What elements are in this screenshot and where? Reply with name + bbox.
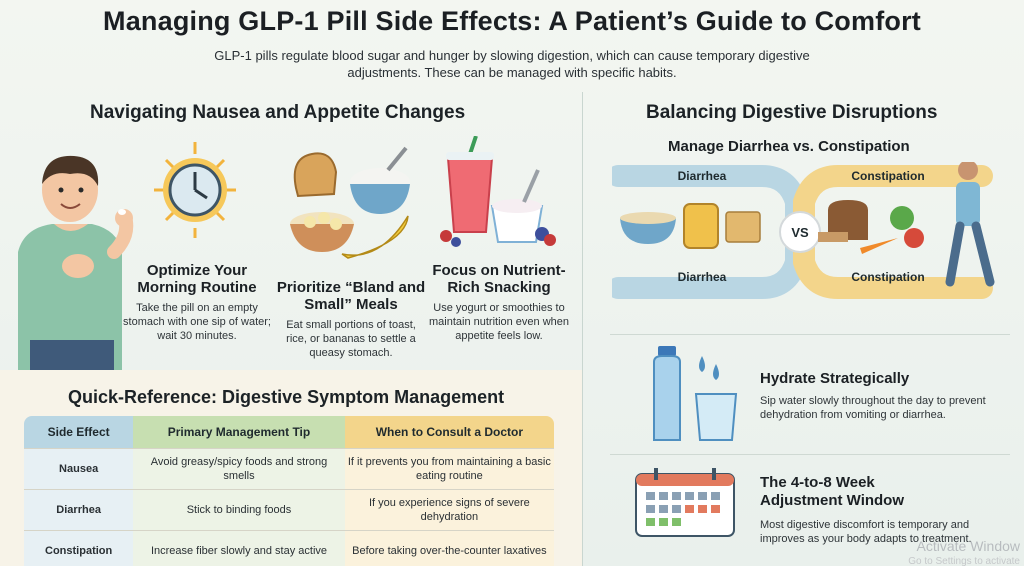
vs-label: VS [791,224,809,240]
activate-windows-watermark: Activate Window [916,538,1020,554]
col-header-management-tip: Primary Management Tip [133,416,345,448]
page-subtitle: GLP-1 pills regulate blood sugar and hun… [214,48,810,80]
clock-icon [154,142,236,238]
tip-snacking-title: Focus on Nutrient-Rich Snacking [432,262,566,296]
water-bottle-icon [653,346,738,441]
tip-morning-title: Optimize Your Morning Routine [137,262,257,296]
smoothie-yogurt-icon [440,136,556,247]
adjustment-window-title: The 4-to-8 Week Adjustment Window [760,474,905,509]
cell-management-tip: Stick to binding foods [133,489,345,530]
cell-side-effect: Nausea [24,448,134,489]
hydrate-text: Sip water slowly throughout the day to p… [760,395,986,421]
tip-morning-text: Take the pill on an empty stomach with o… [123,302,271,342]
table-heading: Quick-Reference: Digestive Symptom Manag… [68,387,505,407]
page-title: Managing GLP-1 Pill Side Effects: A Pati… [103,6,921,36]
tip-snacking-text: Use yogurt or smoothies to maintain nutr… [428,302,570,342]
col-header-side-effect: Side Effect [24,416,134,448]
cell-consult-doctor: If it prevents you from maintaining a ba… [344,448,554,489]
right-divider-2 [610,454,1010,455]
constipation-label-top: Constipation [851,169,925,183]
cell-consult-doctor: Before taking over-the-counter laxatives [344,530,554,566]
nausea-section-heading: Navigating Nausea and Appetite Changes [90,102,466,123]
right-divider-1 [610,334,1010,335]
diarrhea-vs-constipation-diagram [612,162,995,299]
adjustment-window-text: Most digestive discomfort is temporary a… [760,519,972,545]
tip-snacking: Focus on Nutrient-Rich Snacking Use yogu… [424,262,574,343]
tip-bland-meals: Prioritize “Bland and Small” Meals Eat s… [276,279,426,360]
symptom-table: Side Effect Primary Management Tip When … [24,416,554,566]
table-row: Nausea Avoid greasy/spicy foods and stro… [24,448,554,489]
diarrhea-label-bottom: Diarrhea [677,270,727,284]
table-header-row: Side Effect Primary Management Tip When … [24,416,554,448]
tip-morning-routine: Optimize Your Morning Routine Take the p… [122,262,272,343]
patient-illustration [18,155,134,372]
cell-management-tip: Avoid greasy/spicy foods and strong smel… [133,448,345,489]
diarrhea-label-top: Diarrhea [677,169,727,183]
activate-windows-hint: Go to Settings to activate [908,556,1020,566]
constipation-label-bottom: Constipation [851,270,925,284]
table-row: Constipation Increase fiber slowly and s… [24,530,554,566]
hydrate-title: Hydrate Strategically [760,370,910,387]
bland-food-icon [290,146,410,259]
calendar-icon [635,468,735,537]
col-header-consult-doctor: When to Consult a Doctor [344,416,554,448]
digestive-section-heading: Balancing Digestive Disruptions [646,102,938,123]
tip-bland-title: Prioritize “Bland and Small” Meals [276,279,426,313]
cell-side-effect: Diarrhea [24,489,134,530]
diarrhea-vs-constipation-heading: Manage Diarrhea vs. Constipation [668,138,910,155]
cell-consult-doctor: If you experience signs of severe dehydr… [344,489,554,530]
table-row: Diarrhea Stick to binding foods If you e… [24,489,554,530]
tip-bland-text: Eat small portions of toast, rice, or ba… [286,319,416,359]
cell-management-tip: Increase fiber slowly and stay active [133,530,345,566]
cell-side-effect: Constipation [24,530,134,566]
column-divider [582,92,583,566]
